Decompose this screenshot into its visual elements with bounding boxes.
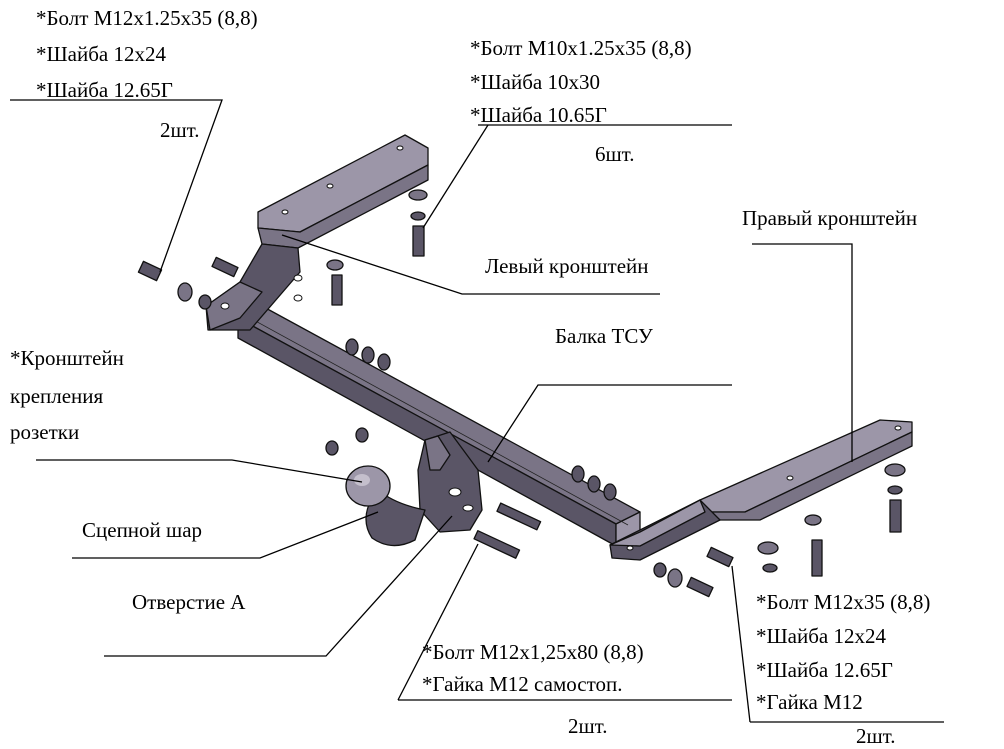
label-qty-left: 2шт. [160,118,200,142]
leader-lines [10,99,944,723]
left-bracket [205,134,429,331]
label-qty-right: 2шт. [856,724,896,748]
fasteners-top [408,189,428,257]
label-washer-10x30: *Шайба 10х30 [470,70,600,94]
label-washer-12x24-right: *Шайба 12х24 [756,624,886,648]
label-washer-12-65-left: *Шайба 12.65Г [36,78,173,102]
label-hole-a: Отверстие А [132,590,246,614]
label-right-bracket: Правый кронштейн [742,206,918,230]
label-bolt-m10: *Болт М10х1.25х35 (8,8) [470,36,692,60]
label-bolt-m12x1-25x35: *Болт М12х1.25х35 (8,8) [36,6,258,30]
label-qty-center: 2шт. [568,714,608,738]
label-socket-bracket-line3: розетки [10,420,80,444]
hitch-plate [417,431,483,533]
fasteners-center [473,502,542,559]
fasteners-right [653,463,906,598]
label-beam: Балка ТСУ [555,324,653,348]
label-left-bracket: Левый кронштейн [485,254,649,278]
fasteners-beam [325,338,617,501]
label-nut-m12: *Гайка М12 [756,690,863,714]
fasteners-left [137,256,344,310]
label-washer-10-65: *Шайба 10.65Г [470,103,607,127]
label-tow-ball: Сцепной шар [82,518,203,542]
label-qty-top: 6шт. [595,142,635,166]
tow-ball [345,465,426,547]
label-nut-m12-self-locking: *Гайка М12 самостоп. [422,672,623,696]
label-washer-12-65-right: *Шайба 12.65Г [756,658,893,682]
label-washer-12x24-left: *Шайба 12х24 [36,42,166,66]
label-bolt-m12x1-25x80: *Болт М12х1,25х80 (8,8) [422,640,644,664]
label-socket-bracket-line2: крепления [10,384,104,408]
label-bolt-m12x35: *Болт М12х35 (8,8) [756,590,931,614]
label-socket-bracket-line1: *Кронштейн [10,346,124,370]
right-bracket [609,419,913,561]
